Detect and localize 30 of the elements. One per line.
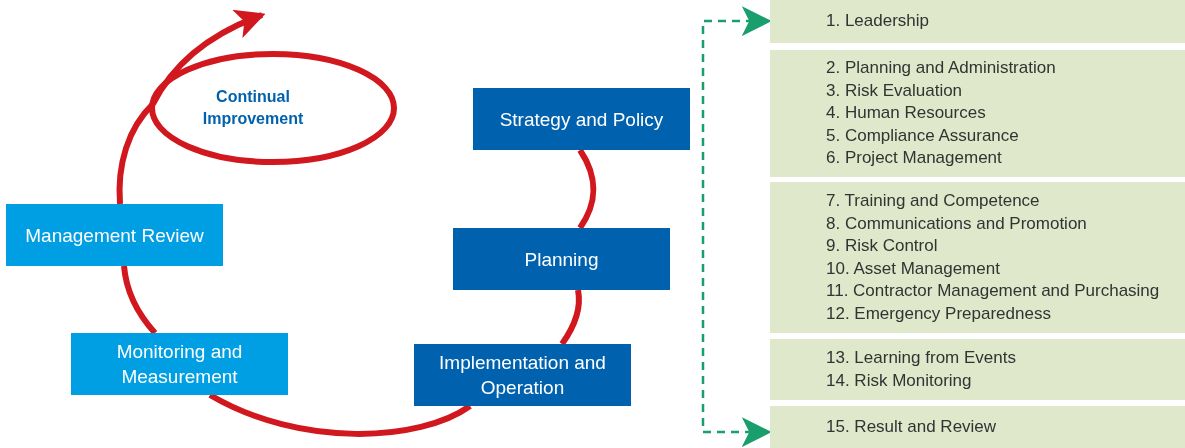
list-item: 3. Risk Evaluation (826, 79, 963, 102)
loop-label: Continual Improvement (201, 87, 305, 129)
stage-box: Strategy and Policy (473, 88, 690, 150)
list-item: 12. Emergency Preparedness (826, 302, 1051, 325)
stage-box: Management Review (6, 204, 223, 266)
list-item: 15. Result and Review (826, 415, 997, 438)
list-item: 10. Asset Management (826, 257, 1000, 280)
list-panel (770, 0, 1185, 43)
list-item: 11. Contractor Management and Purchasing (826, 280, 1160, 302)
list-item: 1. Leadership (826, 10, 930, 33)
list-panel (770, 182, 1185, 333)
cycle-line (121, 265, 158, 335)
list-item: 8. Communications and Promotion (826, 212, 1087, 235)
stage-box: Monitoring and Measurement (71, 333, 288, 395)
list-item: 5. Compliance Assurance (826, 124, 1019, 147)
list-item: 9. Risk Control (826, 235, 938, 257)
stage-box: Planning (453, 228, 670, 290)
cycle-line (577, 148, 597, 230)
list-item: 2. Planning and Administration (826, 57, 1056, 80)
list-item: 6. Project Management (826, 147, 1002, 170)
list-item: 7. Training and Competence (826, 190, 1040, 212)
list-panel (770, 406, 1185, 448)
bracket-arrow (701, 6, 772, 447)
list-item: 14. Risk Monitoring (826, 369, 972, 392)
list-item: 13. Learning from Events (826, 347, 1016, 369)
cycle-line (559, 289, 582, 346)
list-panel (770, 50, 1185, 177)
stage-box: Implementation and Operation (414, 344, 631, 406)
list-panel (770, 339, 1185, 400)
list-item: 4. Human Resources (826, 102, 986, 125)
